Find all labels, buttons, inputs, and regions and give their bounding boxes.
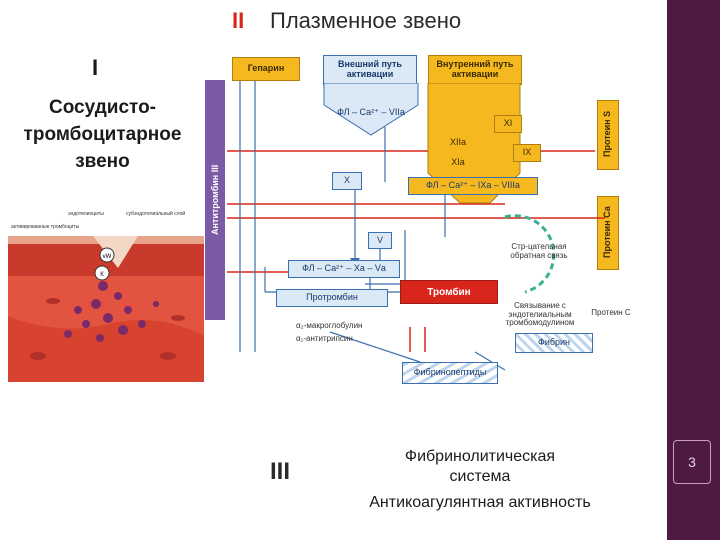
roman-numeral-2: II — [232, 8, 245, 33]
internal-path-funnel — [427, 83, 521, 204]
vessel-label-b: субэндотелиальный слой — [126, 210, 185, 217]
vw-marker — [99, 247, 115, 263]
protein-c-label: Протеин С — [591, 307, 631, 317]
prothrombin-box: Протромбин — [276, 289, 388, 307]
factor-x-box: X — [332, 172, 362, 190]
vessel-illustration: vW К эндотелиоциты субэндотелиальный сло… — [8, 206, 204, 382]
antitrypsin-label: α₁-антитрипсин — [296, 333, 353, 343]
vessel-label-a: эндотелиоциты — [68, 211, 104, 217]
pathway-connectors — [227, 80, 605, 371]
vessel-label-c: активированные тромбоциты — [11, 224, 80, 230]
page-title: Плазменное звено — [270, 8, 462, 33]
binding-label: Связывание с эндотелиальным тромбомодули… — [505, 300, 575, 328]
external-path-funnel — [323, 83, 419, 136]
bottom-label-line-3: Антикоагулянтная активность — [369, 494, 591, 511]
pl-ca-viia-box: ФЛ – Са²⁺ – VIIа — [337, 107, 405, 118]
antithrombin-bar — [205, 80, 225, 320]
wall-lesion — [93, 236, 138, 268]
macroglobulin-label: α₂-макроглобулин — [296, 320, 363, 330]
external-path-box: Внешний путь активации — [323, 55, 417, 85]
platelet-cluster — [64, 281, 159, 342]
left-label-line-1: Сосудисто- — [48, 97, 157, 118]
pl-ca-xa-va-box: ФЛ – Са²⁺ – Ха – Vа — [288, 260, 400, 278]
left-label-line-2: тромбоцитарное — [23, 124, 182, 145]
internal-path-box: Внутренний путь активации — [428, 55, 522, 85]
factor-xiia-box: XIIа — [443, 136, 473, 150]
factor-xia-box: XIа — [443, 156, 473, 170]
bottom-label-line-2: система — [449, 468, 511, 485]
vw-marker-label: vW — [103, 254, 112, 260]
bottom-label: Фибринолитическая система Антикоагулянтн… — [330, 447, 630, 513]
thrombin-box: Тромбин — [400, 280, 498, 304]
fibrin-box: Фибрин — [515, 333, 593, 353]
factor-ix-box: IX — [513, 144, 541, 162]
side-decoration-bar — [667, 0, 720, 540]
pl-ca-ixa-viiia-box: ФЛ – Са²⁺ – IXа – VIIIа — [408, 177, 538, 195]
feedback-label: Стр-цательная обратная связь — [510, 242, 568, 260]
fibrinopeptides-box: Фибринопептиды — [402, 362, 498, 384]
roman-numeral-3: III — [270, 458, 291, 485]
page-number: 3 — [673, 440, 711, 484]
protein-ca-bar — [597, 196, 619, 270]
left-section-label: Сосудисто- тромбоцитарное звено — [0, 94, 205, 175]
factor-xi-box: XI — [494, 115, 522, 133]
heparin-box: Гепарин — [232, 57, 300, 81]
k-marker — [94, 265, 110, 281]
diagram-panel — [205, 52, 638, 418]
left-label-line-3: звено — [75, 151, 130, 172]
heading-roman-2: II — [232, 8, 244, 34]
roman-numeral-1: I — [92, 55, 99, 80]
k-marker-label: К — [100, 272, 104, 278]
factor-v-box: V — [368, 232, 392, 249]
protein-s-bar — [597, 100, 619, 170]
bottom-label-line-1: Фибринолитическая — [404, 448, 556, 465]
